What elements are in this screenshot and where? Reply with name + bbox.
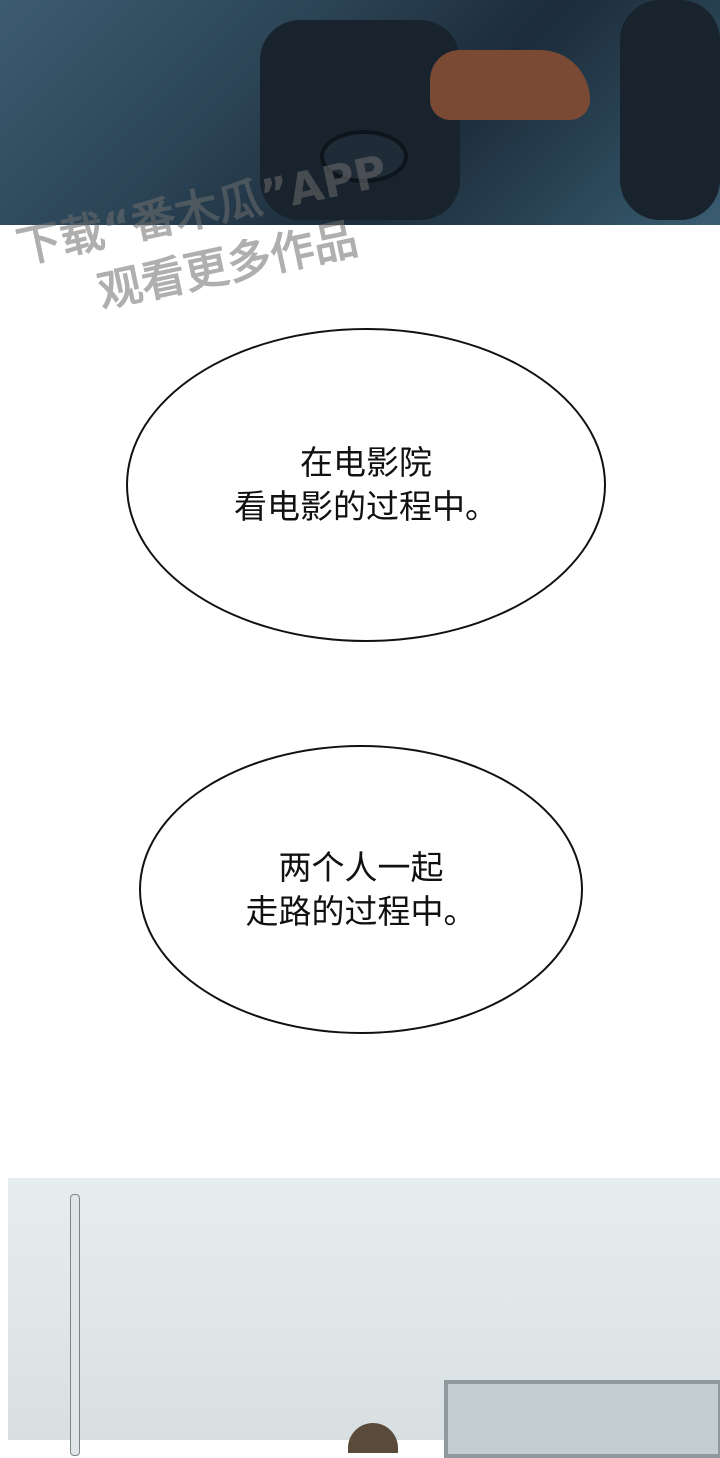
- monitor: [444, 1380, 720, 1458]
- cinema-panel: [0, 0, 720, 225]
- speech-bubble-2: 两个人一起 走路的过程中。: [139, 745, 583, 1034]
- character-head: [348, 1423, 398, 1453]
- cup-holder: [320, 130, 408, 183]
- cinema-seat: [260, 20, 460, 220]
- handbag: [430, 50, 590, 120]
- door-handle: [70, 1194, 80, 1456]
- office-panel: [8, 1178, 720, 1458]
- cinema-seat: [620, 0, 720, 220]
- bubble-text: 在电影院 看电影的过程中。: [234, 443, 498, 526]
- bubble-text: 两个人一起 走路的过程中。: [245, 847, 477, 931]
- speech-bubble-1: 在电影院 看电影的过程中。: [126, 328, 606, 642]
